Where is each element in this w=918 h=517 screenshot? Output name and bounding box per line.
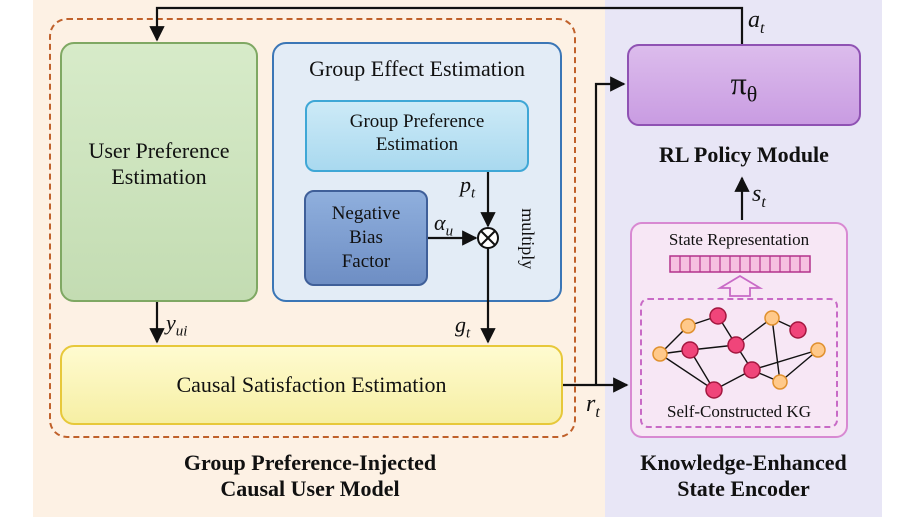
negative-bias-box: [304, 190, 428, 286]
encode-arrow: [716, 274, 764, 297]
p-label: pt: [460, 172, 476, 202]
kg-label: Self-Constructed KG: [666, 402, 811, 421]
a-label: at: [748, 7, 765, 37]
r-label: rt: [586, 391, 600, 421]
group-preference-box: [305, 100, 529, 172]
multiply-label: multiply: [517, 208, 538, 270]
negative-bias-label: Negative Bias Factor: [331, 203, 401, 272]
causal-satisfaction-label: Causal Satisfaction Estimation: [176, 372, 447, 397]
g-label: gt: [455, 312, 471, 342]
user-preference-box: [60, 42, 258, 302]
policy-caption: RL Policy Module: [659, 142, 829, 167]
policy-symbol: πθ: [730, 65, 758, 107]
group-effect-title: Group Effect Estimation: [309, 56, 525, 81]
r-to-policy-arrow: [594, 76, 626, 385]
s-label: st: [752, 181, 766, 211]
state-vector: [669, 255, 811, 273]
alpha-label: αu: [434, 210, 454, 240]
encoder-caption: Knowledge-Enhanced State Encoder: [640, 450, 847, 502]
policy-box: [627, 44, 861, 126]
multiply-icon: [477, 227, 499, 249]
group-preference-label: Group Preference Estimation: [349, 111, 485, 155]
user-preference-label: User Preference Estimation: [88, 138, 230, 190]
kg-boundary: [640, 298, 838, 428]
state-representation-label: State Representation: [668, 230, 810, 249]
y-label: yui: [166, 310, 188, 340]
kg-nodes: [652, 307, 826, 399]
left-module-caption: Group Preference-Injected Causal User Mo…: [183, 450, 437, 502]
causal-satisfaction-box: [60, 345, 563, 425]
causal-user-model-boundary: [49, 18, 576, 438]
action-arrow: [149, 6, 744, 44]
